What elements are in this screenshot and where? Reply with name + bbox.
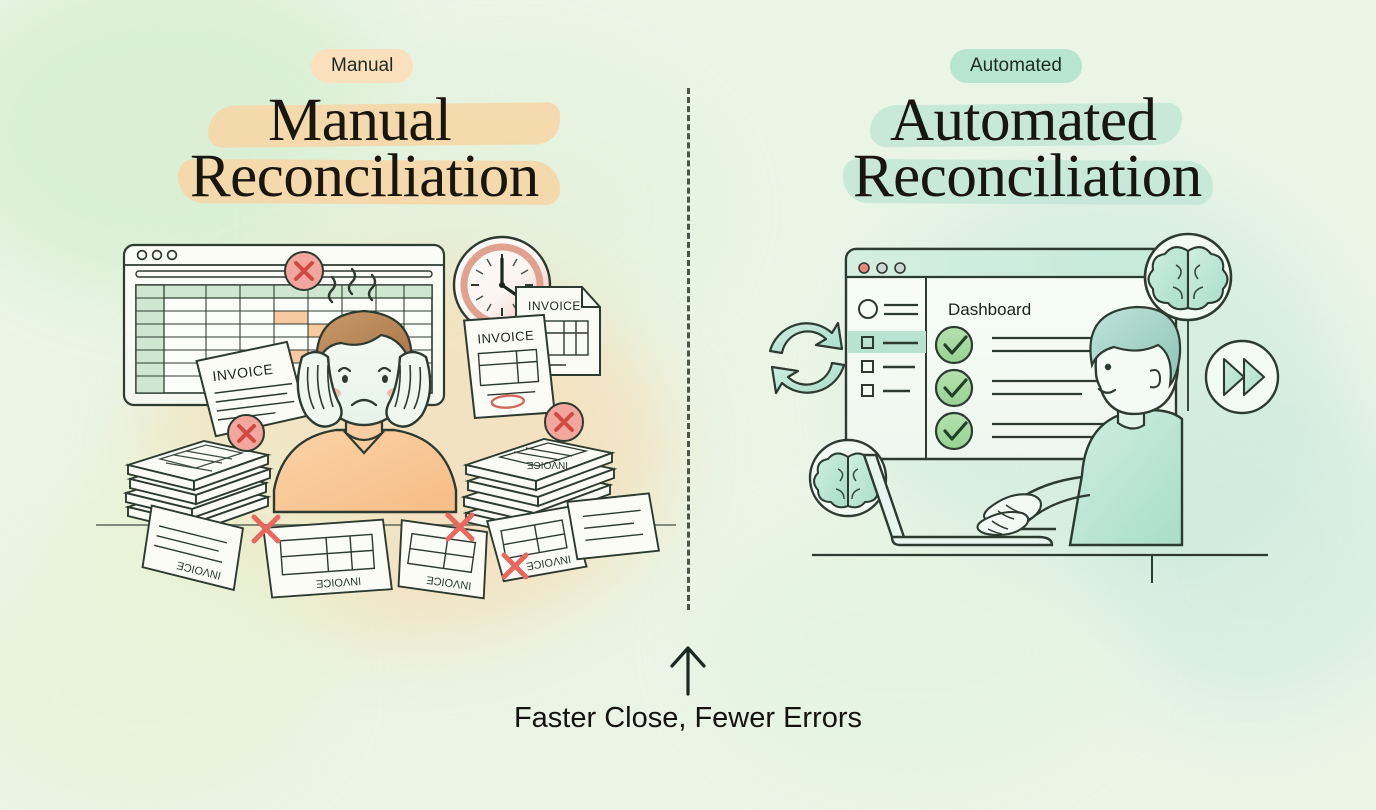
traffic-light [876,262,888,274]
check-icon [943,378,968,398]
check-icon [943,335,968,355]
stress-marks [327,267,377,304]
svg-text:INVOICE: INVOICE [316,574,362,589]
scattered-invoice: INVOICE [262,518,393,599]
traffic-light [136,249,148,261]
hand [385,350,432,428]
eye [1104,363,1112,371]
title-automated-line1: Automated [890,87,1157,154]
invoice-document: INVOICE [195,340,308,438]
dashboard-title: Dashboard [948,300,1031,319]
title-automated-line2: Reconciliation [853,143,1202,210]
invoice-document: INVOICE [462,313,556,420]
calm-person [976,305,1184,547]
x-mark-icon [294,261,314,281]
traffic-light [858,262,870,274]
scattered-invoice [566,492,661,561]
dashboard-sidebar[interactable] [848,299,926,397]
x-mark-icon [237,424,256,443]
manual-scene: INVOICE INVOICE [96,225,676,610]
hand [296,350,343,428]
title-manual-line2: Reconciliation [190,143,539,210]
checklist-row [934,368,1152,408]
fast-forward-icon [1204,339,1280,415]
x-mark-icon [445,512,475,542]
sidebar-item-icon [861,384,874,397]
badge-manual: Manual [311,49,414,83]
x-mark-icon [251,514,281,544]
automated-scene: Dashboard [752,225,1280,590]
footer-caption: Faster Close, Fewer Errors [513,702,863,734]
badge-automated: Automated [950,49,1082,83]
checklist-row [934,325,1152,365]
up-arrow-icon [662,640,714,696]
scattered-invoice: INVOICE [141,504,245,592]
stressed-person [272,267,458,514]
error-badge [544,402,584,442]
brain-icon [808,438,888,518]
x-mark-icon [554,412,574,432]
invoice-label: INVOICE [527,459,568,470]
sidebar-item-icon [861,360,874,373]
scattered-invoice: INVOICE [397,519,488,600]
smile [1097,387,1117,394]
traffic-light [166,249,178,261]
svg-text:INVOICE: INVOICE [528,299,581,313]
error-badge [227,414,265,452]
dashboard-window: Dashboard [844,247,1178,461]
check-icon [943,421,968,441]
divider [687,88,690,610]
error-badge [284,251,324,291]
infographic-canvas: Manual Manual Reconciliation [0,0,1376,734]
title-manual-line1: Manual [268,87,452,154]
svg-text:INVOICE: INVOICE [212,361,275,384]
x-mark-icon [501,552,529,580]
brain-icon [1143,232,1233,322]
sidebar-item-icon [861,336,874,349]
traffic-light [894,262,906,274]
sync-icon [768,321,846,395]
traffic-light [151,249,163,261]
paper-stack: INVOICE [460,438,618,540]
highlight-cell [274,311,308,324]
stamp-mark [490,394,526,409]
laptop [862,453,1054,547]
svg-text:INVOICE: INVOICE [477,328,535,347]
